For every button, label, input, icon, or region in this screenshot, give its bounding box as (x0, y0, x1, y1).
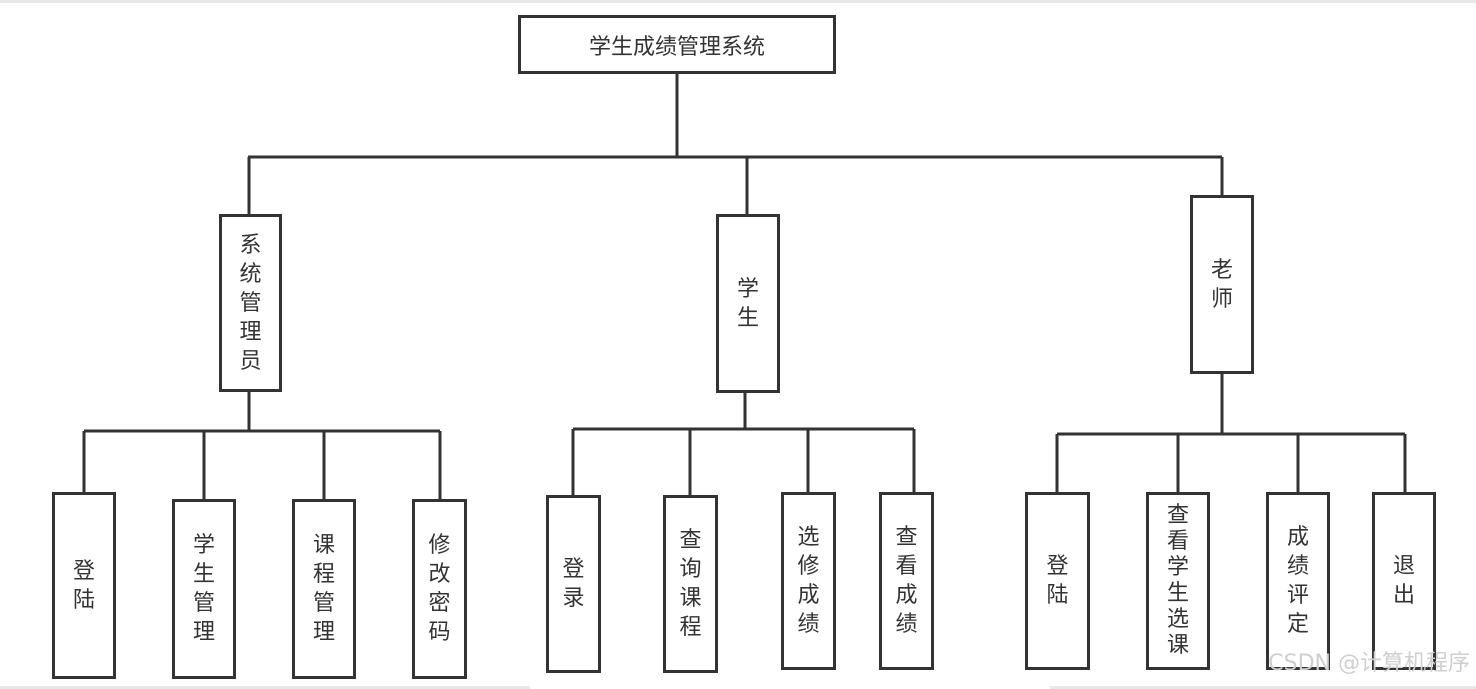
top-border (0, 0, 1476, 3)
leaf-label: 登陆 (72, 558, 95, 613)
leaf-node-student-login: 登录 (546, 495, 601, 673)
leaf-node-student-elective-grades: 选修成绩 (781, 492, 836, 670)
bottom-divider-left (0, 686, 530, 689)
leaf-label: 修改密码 (428, 533, 451, 645)
root-node: 学生成绩管理系统 (518, 15, 836, 74)
branch-label-admin: 系统管理员 (239, 232, 262, 374)
branch-node-student: 学生 (716, 214, 780, 393)
leaf-label: 学生管理 (192, 533, 215, 645)
leaf-node-teacher-view-selection: 查看学生选课 (1146, 492, 1210, 670)
branch-label-teacher: 老师 (1210, 257, 1233, 312)
branch-node-admin: 系统管理员 (219, 214, 282, 392)
leaf-label: 选修成绩 (797, 525, 820, 637)
leaf-node-teacher-logout: 退出 (1372, 492, 1436, 670)
leaf-label: 查看学生选课 (1166, 503, 1189, 658)
leaf-label: 课程管理 (312, 533, 335, 645)
leaf-node-admin-login: 登陆 (52, 492, 116, 679)
branch-node-teacher: 老师 (1190, 195, 1254, 374)
root-label: 学生成绩管理系统 (588, 34, 765, 60)
leaf-node-admin-course-mgmt: 课程管理 (292, 499, 356, 679)
watermark-text: CSDN @计算机程序 (1268, 651, 1470, 676)
leaf-label: 查看成绩 (895, 525, 918, 637)
leaf-label: 成绩评定 (1286, 525, 1309, 637)
leaf-label: 登录 (562, 557, 585, 611)
leaf-node-student-query-course: 查询课程 (663, 495, 718, 673)
leaf-node-student-view-grades: 查看成绩 (879, 492, 934, 670)
leaf-label: 退出 (1392, 554, 1415, 608)
leaf-label: 登陆 (1046, 554, 1069, 608)
leaf-node-teacher-login: 登陆 (1025, 492, 1090, 670)
bottom-divider-right (1050, 686, 1476, 689)
leaf-label: 查询课程 (679, 528, 702, 640)
leaf-node-teacher-grading: 成绩评定 (1266, 492, 1330, 670)
leaf-node-admin-student-mgmt: 学生管理 (172, 499, 236, 679)
branch-label-student: 学生 (736, 276, 759, 331)
leaf-node-admin-change-password: 修改密码 (412, 499, 467, 679)
